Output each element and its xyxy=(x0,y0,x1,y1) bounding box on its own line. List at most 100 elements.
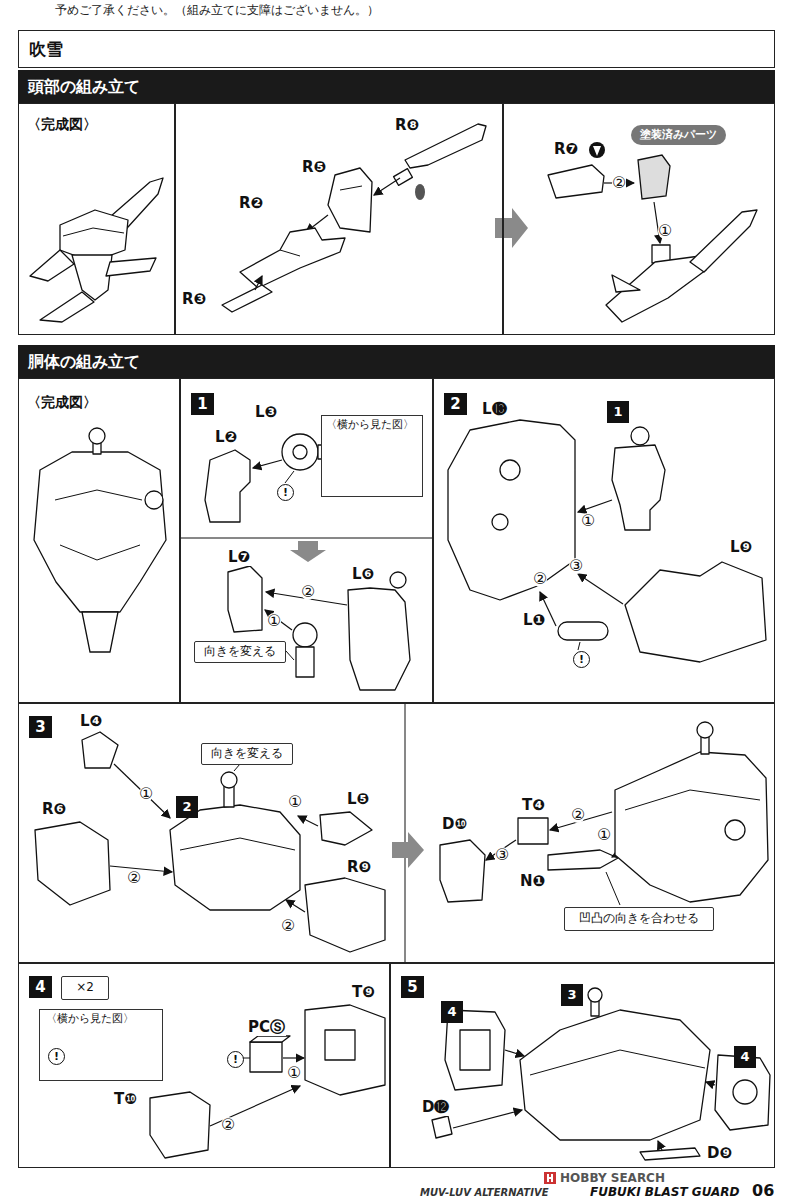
order-number: ① xyxy=(581,513,595,529)
page-number: 06 xyxy=(752,1182,774,1200)
part-label: N❶ xyxy=(519,873,546,890)
head-parts xyxy=(638,155,670,199)
head-completed xyxy=(40,292,94,322)
painted-parts-badge-text: 塗装済みパーツ xyxy=(640,129,717,141)
part-label: PCⓈ xyxy=(247,1019,286,1036)
watermark-icon xyxy=(547,1177,553,1179)
section-title-row-text: 吹雪 xyxy=(29,40,63,59)
step3-parts xyxy=(725,820,745,840)
panel-heading: 〈完成図〉 xyxy=(27,395,97,409)
order-number: ① xyxy=(287,1065,301,1081)
step-number-text: 5 xyxy=(407,979,417,996)
section-header-bar-text: 胴体の組み立て xyxy=(28,353,140,371)
step3-parts xyxy=(392,832,424,868)
step-number-text: 2 xyxy=(450,396,460,413)
step2-parts xyxy=(448,420,575,600)
step4-parts xyxy=(250,1036,290,1042)
top-note: 予めご了承ください。（組み立てに支障はございません。） xyxy=(55,4,379,17)
head-completed xyxy=(60,210,128,262)
step1-parts xyxy=(180,538,433,539)
caution-mark: ! xyxy=(573,651,590,668)
watermark-icon xyxy=(544,1172,556,1184)
assembly-step-panel: PCⓈ!T❾①T❿②4×2〈横から見た図〉! xyxy=(18,963,390,1168)
order-number: ① xyxy=(139,786,153,802)
caution-mark: ! xyxy=(227,1051,244,1068)
subassembly-ref: 3 xyxy=(561,984,583,1006)
head-parts xyxy=(415,184,425,200)
head-parts xyxy=(606,256,706,322)
subassembly-ref: 1 xyxy=(607,401,629,423)
step-number-text: 3 xyxy=(35,719,45,736)
part-label: L❹ xyxy=(79,713,103,730)
step3-parts xyxy=(320,812,372,845)
quantity-box-text: ×2 xyxy=(76,981,94,994)
section-header-bar: 胴体の組み立て xyxy=(18,345,775,378)
section-header-bar: 頭部の組み立て xyxy=(18,70,775,103)
part-label: T❾ xyxy=(351,984,376,1001)
step3-parts xyxy=(518,818,548,844)
part-label: L❷ xyxy=(214,429,238,446)
quantity-box: ×2 xyxy=(61,976,109,1000)
step3-parts xyxy=(170,805,300,910)
part-label: T❿ xyxy=(113,1091,138,1108)
step1-parts xyxy=(390,572,406,588)
assembly-step-panel: D⓬D❾5434 xyxy=(390,963,775,1168)
subassembly-ref-text: 4 xyxy=(447,1005,456,1019)
section-header-bar-text: 頭部の組み立て xyxy=(28,78,140,96)
step1-parts xyxy=(286,651,294,660)
step2-parts xyxy=(558,622,608,640)
painted-parts-badge: 塗装済みパーツ xyxy=(631,125,726,145)
step5-parts xyxy=(658,1141,662,1150)
part-label: L❼ xyxy=(227,549,251,566)
step3-parts xyxy=(221,772,237,788)
head-parts xyxy=(328,168,372,232)
part-label: D⓬ xyxy=(421,1099,450,1116)
step5-parts xyxy=(505,1050,524,1056)
assembly-step-panel: R❽R❺R❷R❸ xyxy=(175,103,503,335)
caution-mark: ! xyxy=(48,1048,65,1065)
order-number: ① xyxy=(658,223,672,239)
part-label: L⓭ xyxy=(481,401,508,418)
step2-parts xyxy=(448,420,766,662)
order-number: ① xyxy=(597,827,611,843)
part-label: L❶ xyxy=(522,612,546,629)
step3-parts xyxy=(110,866,172,872)
order-number: ② xyxy=(281,918,295,934)
step3-parts xyxy=(606,872,620,905)
order-number: ② xyxy=(571,807,585,823)
step5-parts xyxy=(640,1148,700,1160)
step-number: 3 xyxy=(29,716,52,738)
step4-parts xyxy=(283,1057,304,1058)
part-label: R❺ xyxy=(301,159,327,176)
order-number: ① xyxy=(267,613,281,629)
part-label: D❾ xyxy=(706,1145,733,1162)
assembly-step-panel: R❼②①塗装済みパーツ xyxy=(503,103,775,335)
part-label: L❻ xyxy=(351,566,375,583)
step2-parts xyxy=(578,500,612,512)
step1-parts xyxy=(285,471,294,483)
step3-parts xyxy=(440,840,485,902)
part-label: L❾ xyxy=(729,539,753,556)
step1-parts xyxy=(205,450,250,522)
step-number-text: 4 xyxy=(35,979,45,996)
note-box: 向きを変える xyxy=(194,641,286,663)
step5-parts xyxy=(520,1010,710,1140)
body-completed xyxy=(89,428,105,444)
step1-parts xyxy=(253,460,282,468)
order-number: ② xyxy=(301,584,315,600)
step1-parts xyxy=(296,647,314,677)
body-completed xyxy=(34,452,166,612)
head-completed xyxy=(30,250,74,281)
step1-parts xyxy=(293,623,317,647)
step3-parts xyxy=(114,764,170,818)
step2-parts xyxy=(631,427,649,445)
order-number: ② xyxy=(221,1117,235,1133)
subassembly-ref: 4 xyxy=(441,1001,463,1023)
step1-parts xyxy=(290,541,326,562)
subassembly-ref: 2 xyxy=(176,796,198,818)
side-view-heading: 〈横から見た図〉 xyxy=(326,419,414,430)
step2-parts xyxy=(492,514,508,530)
step4-parts xyxy=(325,1030,355,1060)
head-parts xyxy=(394,169,413,186)
head-parts xyxy=(612,275,640,292)
